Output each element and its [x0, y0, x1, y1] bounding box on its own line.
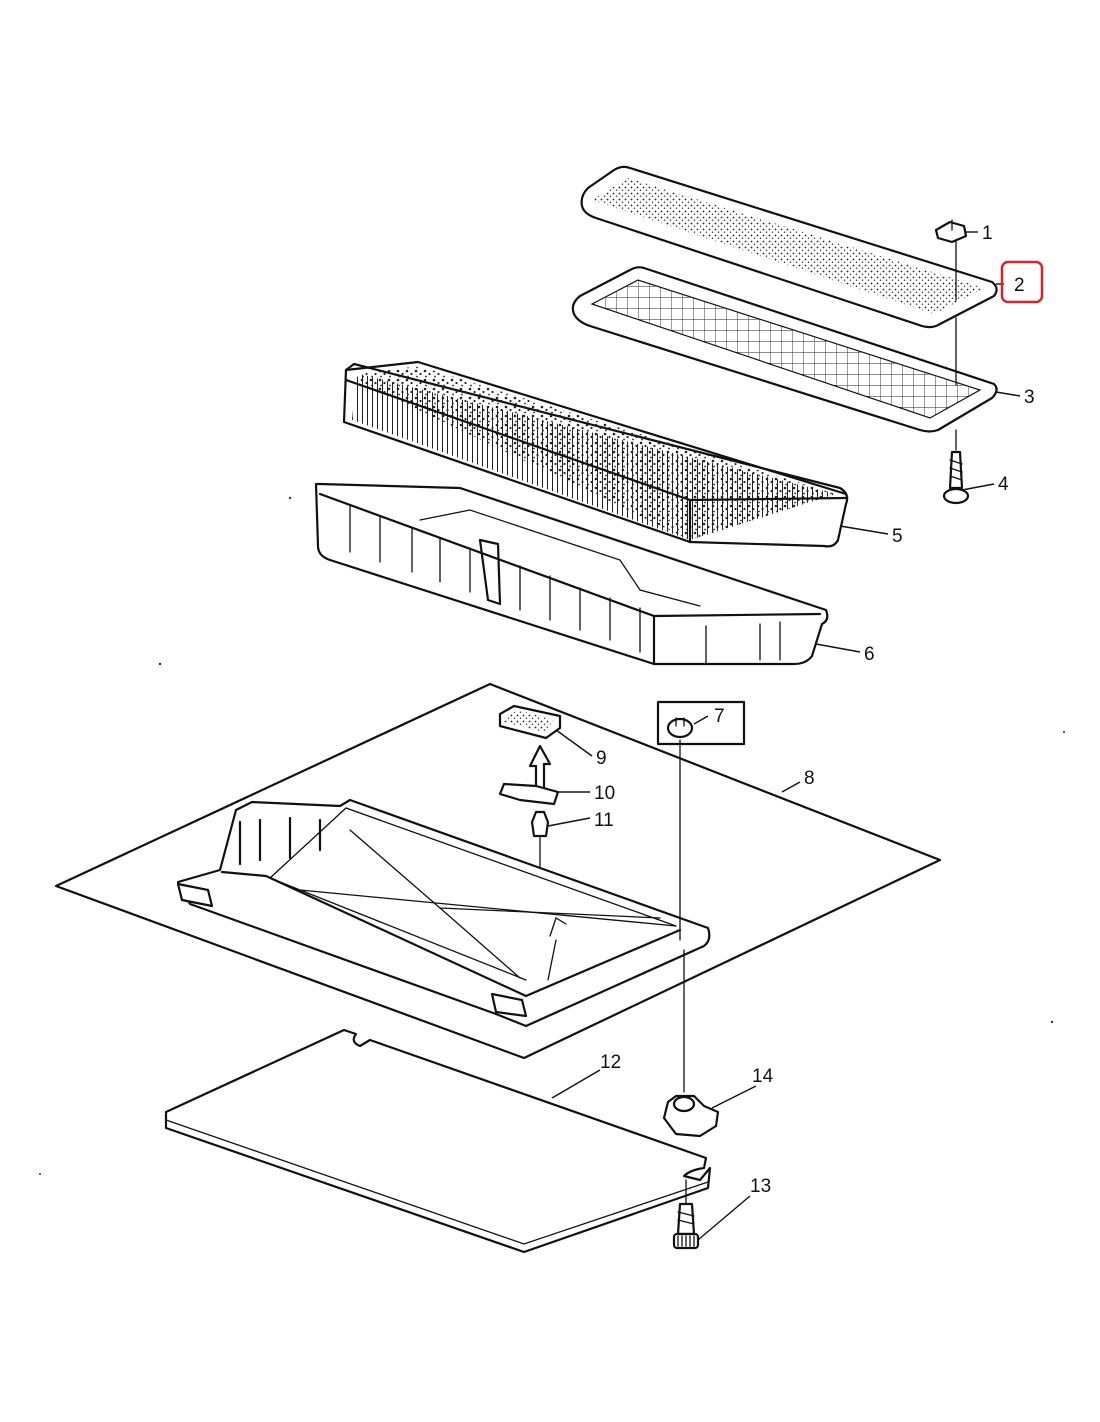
leader-lines — [547, 231, 1021, 1241]
callout-14[interactable]: 14 — [752, 1066, 774, 1087]
part-12-cover-plate — [164, 1028, 712, 1254]
part-3-grid-screen — [571, 266, 998, 433]
callout-1[interactable]: 1 — [982, 223, 993, 244]
part-9-pad — [498, 704, 562, 740]
part-13-thumb-screw — [672, 1179, 700, 1250]
part-4-screw — [942, 450, 970, 505]
part-5-pleated-filter — [342, 360, 849, 548]
callout-11[interactable]: 11 — [594, 810, 614, 831]
callout-labels: 1 2 3 4 5 6 7 8 9 10 11 12 13 14 — [594, 223, 1035, 1197]
callout-12[interactable]: 12 — [600, 1052, 621, 1073]
part-2-foam-pad — [580, 165, 998, 329]
part-7-nut — [656, 700, 746, 746]
housing-frame — [176, 798, 711, 1028]
scan-specks — [39, 496, 1065, 1175]
part-11-push-pin — [530, 810, 550, 869]
callout-5[interactable]: 5 — [892, 526, 903, 547]
part-10-bracket — [498, 744, 560, 806]
callout-4[interactable]: 4 — [998, 474, 1009, 495]
part-8-base-plate — [54, 682, 942, 1060]
callout-2-highlight — [1000, 260, 1044, 304]
callout-3[interactable]: 3 — [1024, 387, 1035, 408]
callout-9[interactable]: 9 — [596, 748, 607, 769]
callout-7[interactable]: 7 — [714, 706, 725, 727]
part-1-clip — [934, 219, 968, 244]
callout-8[interactable]: 8 — [804, 768, 815, 789]
part-14-fastener — [662, 1094, 720, 1138]
callout-10[interactable]: 10 — [594, 783, 615, 804]
callout-13[interactable]: 13 — [750, 1176, 771, 1197]
part-6-housing-tray — [314, 482, 829, 666]
callout-6[interactable]: 6 — [864, 644, 875, 665]
callout-2[interactable]: 2 — [1014, 275, 1025, 296]
